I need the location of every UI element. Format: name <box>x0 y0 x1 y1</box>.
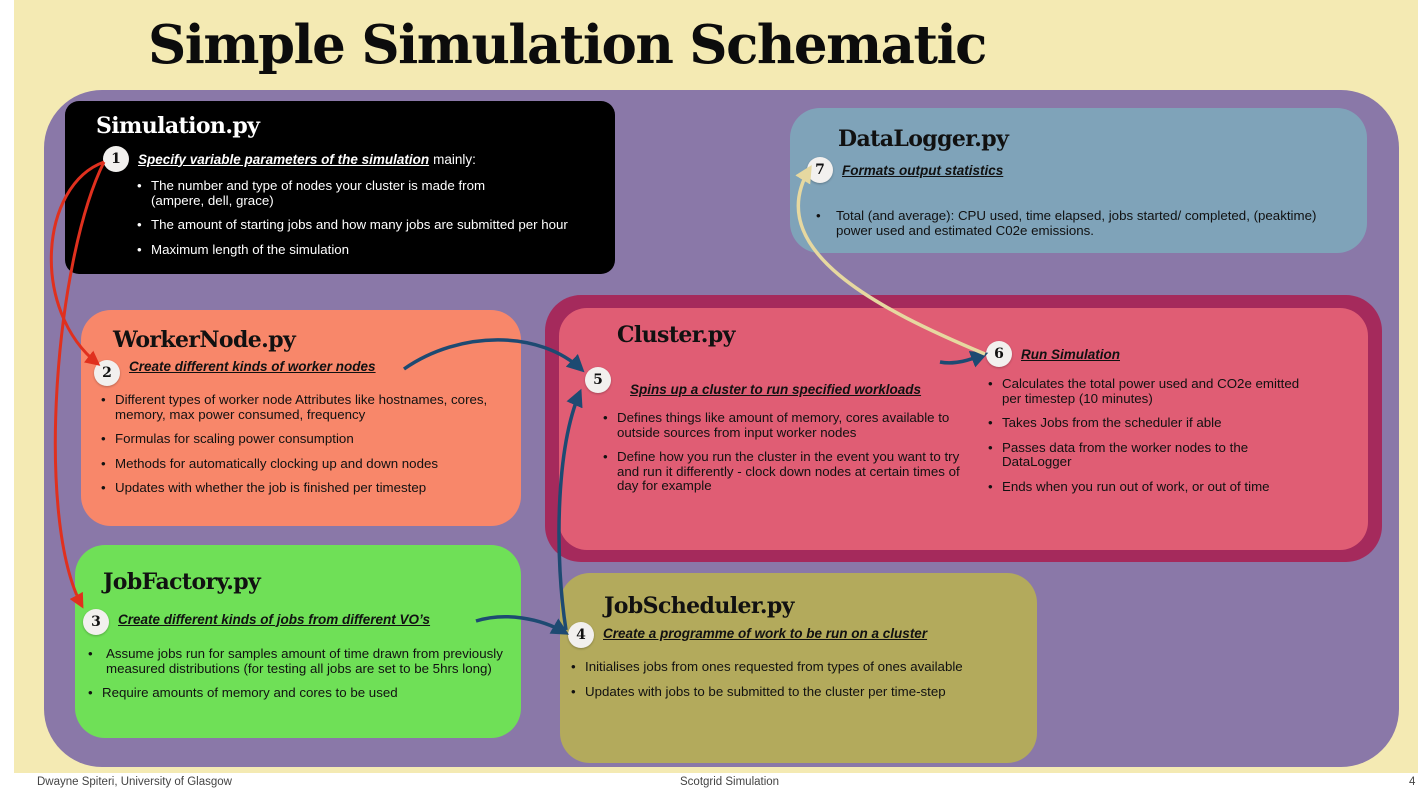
arrow-1-to-2 <box>49 160 105 366</box>
cluster-box: Cluster.py 5 Spins up a cluster to run s… <box>545 295 1382 562</box>
arrow-2-to-5 <box>403 338 585 373</box>
run-simulation-bullets: Calculates the total power used and CO2e… <box>986 376 1316 504</box>
list-item: Require amounts of memory and cores to b… <box>86 685 511 701</box>
footer-title: Scotgrid Simulation <box>680 776 780 788</box>
step-suffix: mainly: <box>433 151 476 167</box>
list-item: Initialises jobs from ones requested fro… <box>569 659 989 675</box>
list-item: Maximum length of the simulation <box>135 242 605 258</box>
step-label: Specify variable parameters of the simul… <box>138 151 430 167</box>
jobfactory-bullets: Assume jobs run for samples amount of ti… <box>86 646 511 711</box>
step-label: Create a programme of work to be run on … <box>603 625 928 641</box>
list-item: The amount of starting jobs and how many… <box>135 217 605 233</box>
datalogger-box: DataLogger.py 7 Formats output statistic… <box>790 108 1367 253</box>
step-6: 6 Run Simulation <box>986 341 1120 367</box>
step-label: Run Simulation <box>1021 346 1120 362</box>
step-label: Create different kinds of jobs from diff… <box>118 611 431 627</box>
workernode-box-title: WorkerNode.py <box>113 327 296 353</box>
step-number: 6 <box>986 341 1012 367</box>
list-item: Total (and average): CPU used, time elap… <box>814 208 1329 238</box>
list-item: Define how you run the cluster in the ev… <box>601 449 966 494</box>
arrow-5-to-6 <box>939 351 989 368</box>
list-item: Updates with jobs to be submitted to the… <box>569 684 989 700</box>
cluster-bullets: Defines things like amount of memory, co… <box>601 410 966 504</box>
footer-page-number: 4 <box>1409 776 1416 788</box>
step-3: 3 Create different kinds of jobs from di… <box>83 609 430 635</box>
simulation-bullets: The number and type of nodes your cluste… <box>135 178 605 267</box>
workernode-bullets: Different types of worker node Attribute… <box>99 392 509 506</box>
list-item: Different types of worker node Attribute… <box>99 392 509 422</box>
list-item: Calculates the total power used and CO2e… <box>986 376 1316 406</box>
cluster-box-title: Cluster.py <box>617 322 735 348</box>
list-item: Passes data from the worker nodes to the… <box>986 440 1316 470</box>
step-1: 1 Specify variable parameters of the sim… <box>103 146 476 172</box>
arrow-3-to-4 <box>475 615 570 635</box>
list-item: Updates with whether the job is finished… <box>99 480 509 496</box>
list-item: Methods for automatically clocking up an… <box>99 456 509 472</box>
step-label: Spins up a cluster to run specified work… <box>630 381 922 397</box>
datalogger-bullets: Total (and average): CPU used, time elap… <box>814 208 1329 248</box>
step-5: 5 Spins up a cluster to run specified wo… <box>585 367 921 397</box>
step-number: 5 <box>585 367 611 393</box>
simulation-box: Simulation.py 1 Specify variable paramet… <box>65 101 615 274</box>
list-item: Assume jobs run for samples amount of ti… <box>86 646 511 676</box>
step-label: Formats output statistics <box>842 162 1004 178</box>
arrow-1-to-3 <box>53 161 106 609</box>
step-7: 7 Formats output statistics <box>807 157 1003 183</box>
step-label: Create different kinds of worker nodes <box>129 358 376 374</box>
datalogger-box-title: DataLogger.py <box>838 126 1009 152</box>
list-item: Defines things like amount of memory, co… <box>601 410 966 440</box>
jobscheduler-box-title: JobScheduler.py <box>604 593 794 619</box>
jobscheduler-bullets: Initialises jobs from ones requested fro… <box>569 659 989 709</box>
step-number: 4 <box>568 622 594 648</box>
list-item: Ends when you run out of work, or out of… <box>986 479 1316 495</box>
simulation-box-title: Simulation.py <box>96 113 260 139</box>
arrow-4-to-5 <box>557 388 583 631</box>
slide-title: Simple Simulation Schematic <box>148 14 987 76</box>
list-item: Formulas for scaling power consumption <box>99 431 509 447</box>
footer-author: Dwayne Spiteri, University of Glasgow <box>37 776 232 788</box>
jobfactory-box-title: JobFactory.py <box>103 569 261 595</box>
jobscheduler-box: JobScheduler.py 4 Create a programme of … <box>560 573 1037 763</box>
list-item: Takes Jobs from the scheduler if able <box>986 415 1316 431</box>
jobfactory-box: JobFactory.py 3 Create different kinds o… <box>75 545 521 738</box>
step-number: 1 <box>103 146 129 172</box>
step-number: 3 <box>83 609 109 635</box>
list-item: The number and type of nodes your cluste… <box>135 178 531 208</box>
step-2: 2 Create different kinds of worker nodes <box>94 358 376 386</box>
step-4: 4 Create a programme of work to be run o… <box>568 622 927 648</box>
arrow-6-to-7 <box>795 165 986 356</box>
step-number: 2 <box>94 360 120 386</box>
